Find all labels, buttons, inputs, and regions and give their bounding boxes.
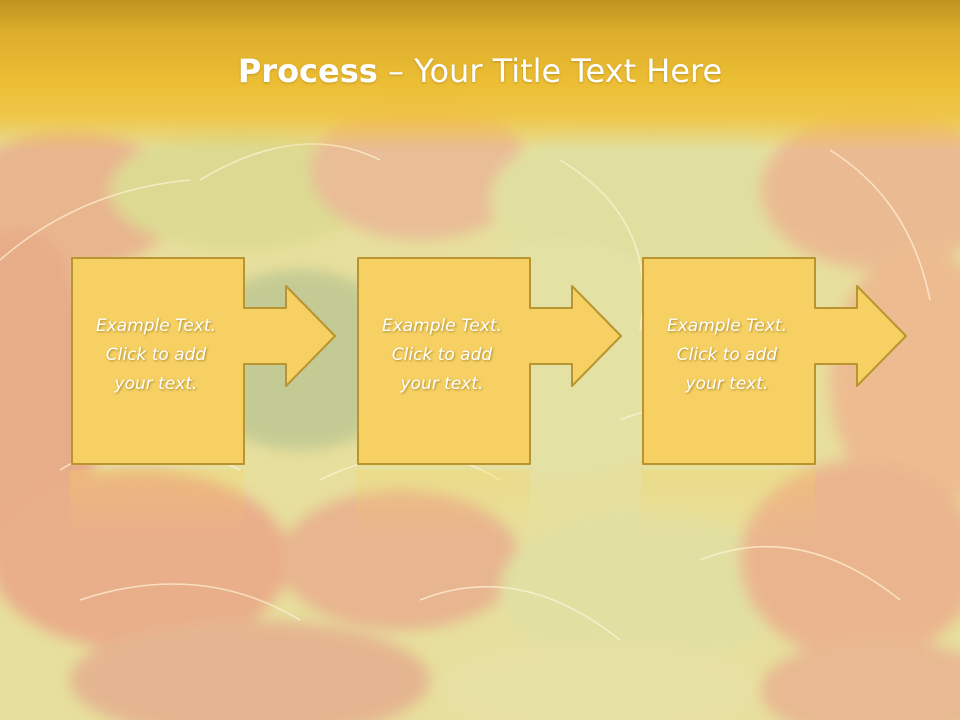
arrow-box-shape (642, 257, 907, 465)
step-line: Click to add (391, 345, 493, 365)
process-step-1[interactable]: Example Text. Click to add your text. (70, 256, 336, 466)
title-strong: Process (237, 52, 378, 90)
step-text[interactable]: Example Text. Click to add your text. (362, 312, 522, 399)
title-bar (0, 0, 960, 150)
step-reflection (641, 470, 815, 540)
step-reflection (70, 470, 244, 540)
arrow-box-shape (357, 257, 622, 465)
step-line: Example Text. (666, 316, 788, 336)
step-line: your text. (685, 374, 769, 394)
slide-title[interactable]: Process – Your Title Text Here (0, 52, 960, 90)
arrow-box-shape (71, 257, 336, 465)
step-line: Click to add (105, 345, 207, 365)
title-rest: – Your Title Text Here (377, 52, 723, 90)
step-text[interactable]: Example Text. Click to add your text. (647, 312, 807, 399)
step-line: Click to add (676, 345, 778, 365)
step-reflection (356, 470, 530, 540)
process-step-2[interactable]: Example Text. Click to add your text. (356, 256, 622, 466)
step-text[interactable]: Example Text. Click to add your text. (76, 312, 236, 399)
step-line: your text. (114, 374, 198, 394)
step-line: Example Text. (95, 316, 217, 336)
process-step-3[interactable]: Example Text. Click to add your text. (641, 256, 907, 466)
step-line: your text. (400, 374, 484, 394)
step-line: Example Text. (381, 316, 503, 336)
